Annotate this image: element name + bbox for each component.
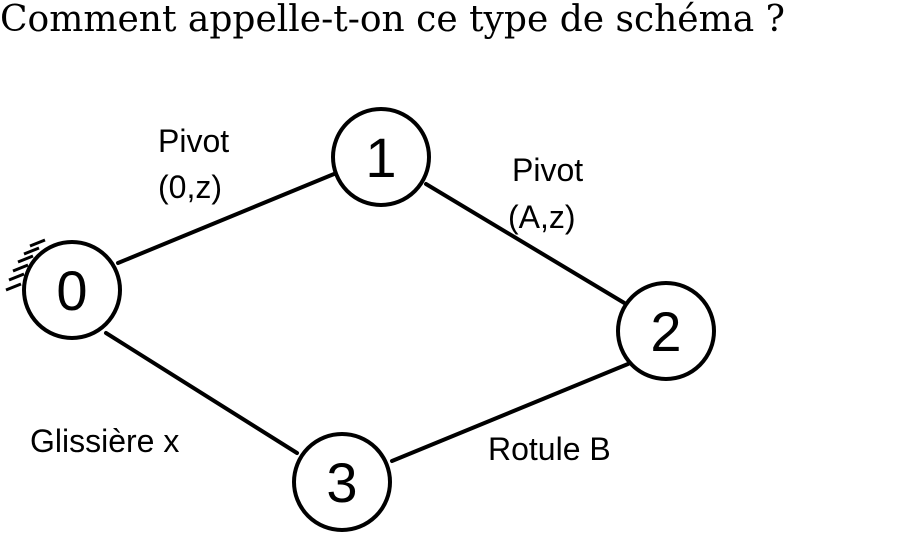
ground-hatch-icon bbox=[5, 238, 46, 292]
node-2-label: 2 bbox=[650, 300, 681, 363]
link-1-2-label-line2: (A,z) bbox=[508, 199, 576, 235]
node-3-label: 3 bbox=[326, 451, 357, 514]
node-1: 1 bbox=[331, 107, 431, 207]
link-0-3-label: Glissière x bbox=[30, 423, 179, 459]
node-3: 3 bbox=[292, 432, 392, 532]
link-0-1-label-line2: (0,z) bbox=[158, 169, 222, 205]
edge-0-3 bbox=[104, 331, 299, 455]
node-1-label: 1 bbox=[365, 126, 396, 189]
link-1-2-label-line1: Pivot bbox=[512, 152, 583, 188]
question-text: Comment appelle-t-on ce type de schéma ? bbox=[0, 0, 785, 40]
edge-0-1 bbox=[116, 172, 336, 265]
link-2-3-label: Rotule B bbox=[488, 431, 611, 467]
node-0: 0 bbox=[22, 240, 122, 340]
edge-2-3 bbox=[390, 362, 630, 463]
link-0-1-label-line1: Pivot bbox=[158, 123, 229, 159]
edge-1-2 bbox=[424, 182, 628, 306]
node-0-label: 0 bbox=[56, 259, 87, 322]
node-2: 2 bbox=[616, 281, 716, 381]
